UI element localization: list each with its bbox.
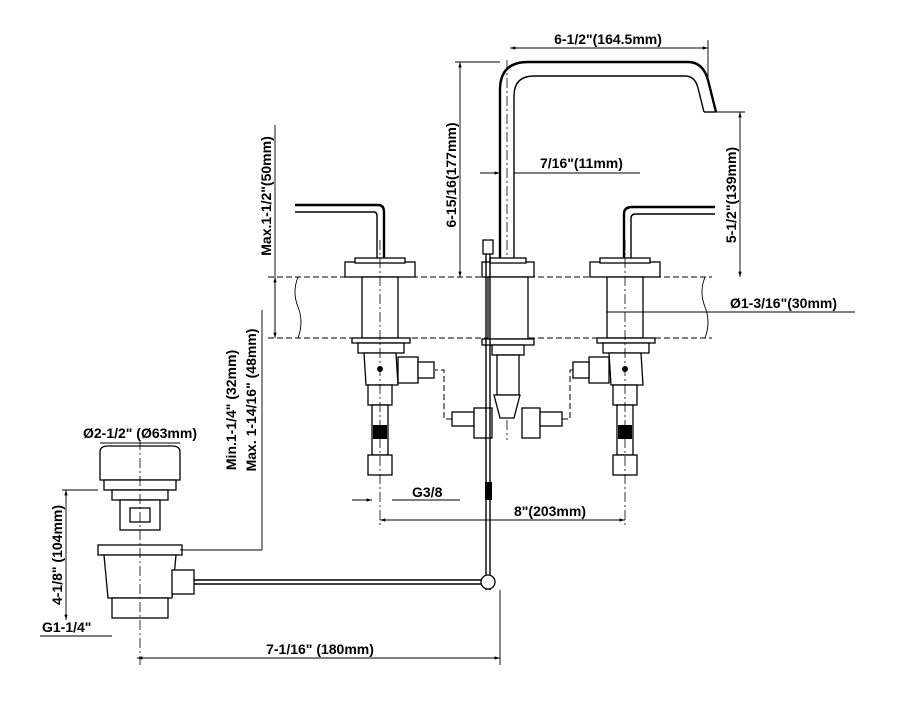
left-handle <box>295 203 435 525</box>
center-spread-label: 8"(203mm) <box>514 503 586 519</box>
pop-up-drain <box>97 440 496 665</box>
spout-reach-label: 6-1/2"(164.5mm) <box>554 31 662 47</box>
drain-min-label: Min.1-1/4" (32mm) <box>223 350 239 470</box>
spout-total-height-label: 6-15/16(177mm) <box>443 122 459 227</box>
spout-tube-label: 7/16"(11mm) <box>540 155 623 171</box>
inlet-thread-label: G3/8 <box>412 484 443 500</box>
lift-rod <box>482 239 494 590</box>
drain-rod-length-label: 7-1/16" (180mm) <box>266 641 374 657</box>
drain-cap-diameter-label: Ø2-1/2" (Ø63mm) <box>83 425 197 441</box>
handle-diameter-label: Ø1-3/16"(30mm) <box>730 295 837 311</box>
drain-max-label: Max. 1-14/16" (48mm) <box>243 329 259 472</box>
drain-thread-label: G1-1/4" <box>42 619 91 635</box>
dimension-lines <box>40 40 855 665</box>
drain-height-label: 4-1/8" (104mm) <box>49 505 65 605</box>
deck-max-label: Max.1-1/2"(50mm) <box>258 136 274 255</box>
spout <box>435 60 718 440</box>
right-handle <box>572 205 715 525</box>
spout-outlet-height-label: 5-1/2"(139mm) <box>723 147 739 243</box>
